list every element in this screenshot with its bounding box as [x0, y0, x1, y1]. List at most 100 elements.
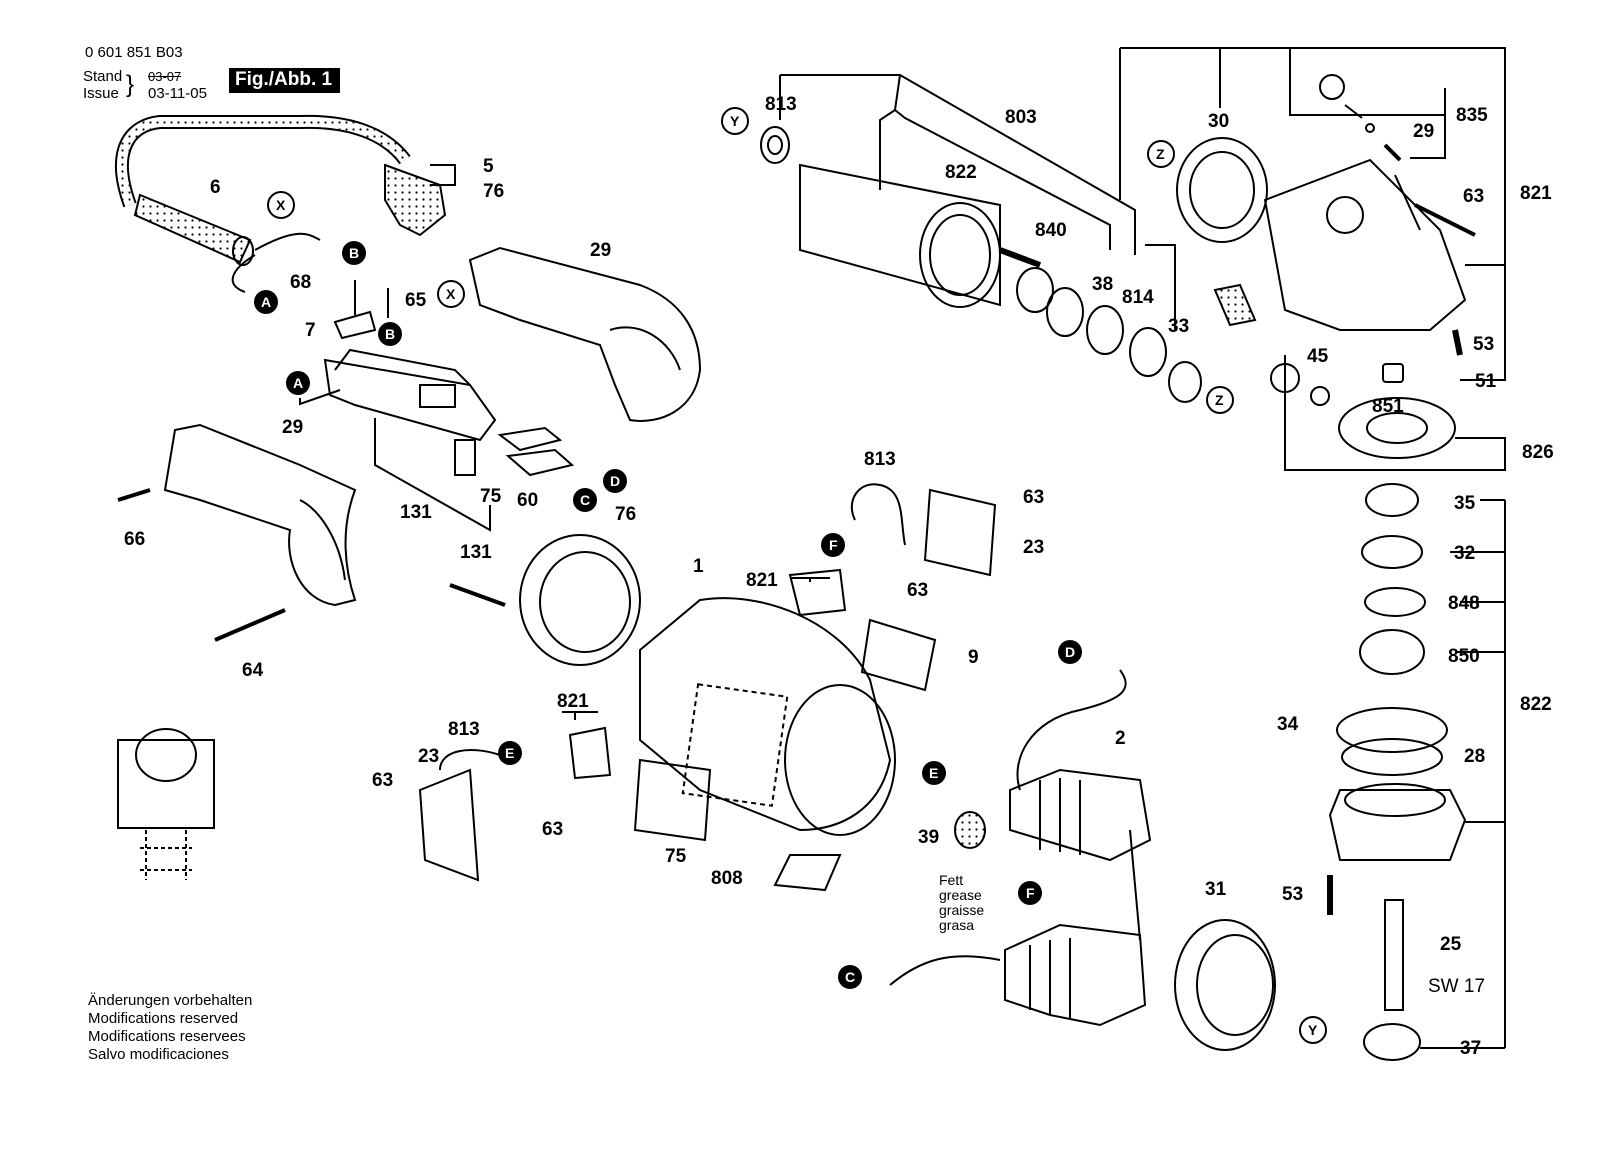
cable-sleeve — [133, 193, 252, 264]
svg-text:Z: Z — [1156, 146, 1165, 162]
fan-baffle — [1174, 919, 1276, 1051]
marker-d-icon: D — [603, 469, 627, 493]
bearing — [1361, 535, 1423, 569]
part-label: 76 — [483, 181, 504, 202]
part-label: 63 — [1023, 487, 1044, 508]
bearing — [1168, 361, 1202, 403]
field-coil — [1009, 768, 1152, 862]
field-coil — [1004, 923, 1147, 1027]
part-label: 37 — [1460, 1038, 1481, 1059]
label-plate — [860, 618, 937, 692]
marker-x-icon: X — [267, 191, 295, 219]
old-date: 03-07 — [148, 69, 182, 84]
part-label: 23 — [1023, 537, 1044, 558]
motor-housing — [639, 597, 892, 832]
note-line: Salvo modificaciones — [88, 1046, 229, 1063]
grease-note-line: grease — [939, 887, 982, 903]
grease-note-line: graisse — [939, 902, 984, 918]
marker-z-icon: Z — [1206, 386, 1234, 414]
part-label: 835 — [1456, 105, 1488, 126]
part-label: 30 — [1208, 111, 1229, 132]
part-label: 76 — [615, 504, 636, 525]
part-label: 68 — [290, 272, 311, 293]
part-label: 7 — [305, 320, 316, 341]
stand-label: Stand — [83, 68, 123, 85]
connection-markers: B A B A D C F E D E F C X X Y Y Z Z — [254, 107, 1327, 1044]
part-label: 38 — [1092, 274, 1113, 295]
part-label: 821 — [1520, 183, 1552, 204]
part-label: 63 — [372, 770, 393, 791]
modification-notes: Änderungen vorbehalten Modifications res… — [88, 992, 252, 1064]
svg-text:C: C — [845, 969, 855, 985]
part-label: 813 — [448, 719, 480, 740]
part-label: 2 — [1115, 728, 1126, 749]
bearing — [1086, 305, 1124, 355]
marker-d-icon: D — [1058, 640, 1082, 664]
svg-text:B: B — [385, 326, 395, 342]
svg-text:D: D — [1065, 644, 1075, 660]
marker-b-icon: B — [342, 241, 366, 265]
part-label: 39 — [918, 827, 939, 848]
o-ring — [1341, 738, 1443, 776]
brush-holder — [568, 726, 612, 780]
screw — [449, 583, 506, 607]
part-label: 822 — [945, 162, 977, 183]
issue-date: 03-11-05 — [148, 85, 207, 102]
label-plate — [773, 854, 842, 892]
part-label: 64 — [242, 660, 264, 681]
part-label: 53 — [1282, 884, 1303, 905]
marker-z-icon: Z — [1147, 140, 1175, 168]
figure-label: Fig./Abb. 1 — [229, 68, 341, 93]
part-label: 25 — [1440, 934, 1462, 955]
part-label: 821 — [746, 570, 778, 591]
part-label: 29 — [282, 417, 303, 438]
marker-x-icon: X — [437, 280, 465, 308]
issue-label: Issue — [83, 85, 119, 102]
note-line: Änderungen vorbehalten — [88, 992, 253, 1009]
part-label: 29 — [590, 240, 611, 261]
part-number: 0 601 851 B03 — [85, 44, 183, 61]
svg-text:E: E — [929, 765, 938, 781]
bearing-flange — [1328, 789, 1467, 861]
part-label: 803 — [1005, 107, 1037, 128]
part-label: 35 — [1454, 493, 1476, 514]
circlip — [1016, 267, 1054, 313]
svg-text:Z: Z — [1215, 392, 1224, 408]
part-label: 131 — [400, 502, 432, 523]
part-label: 5 — [483, 156, 494, 177]
part-labels: 5 76 6 68 65 7 29 29 66 64 131 75 60 76 … — [124, 94, 1554, 1059]
spindle — [1384, 899, 1404, 1011]
part-label: 822 — [1520, 694, 1552, 715]
part-label: 75 — [665, 846, 687, 867]
switch-housing — [323, 358, 497, 442]
wiring-schematic — [117, 739, 215, 829]
end-shield — [519, 534, 641, 666]
svg-text:Y: Y — [730, 113, 740, 129]
marker-c-icon: C — [838, 965, 862, 989]
handle-side — [163, 423, 357, 607]
screw — [117, 488, 151, 502]
part-label: 63 — [907, 580, 928, 601]
grease-note: Fett grease graisse grasa — [939, 872, 984, 933]
part-label: 31 — [1205, 879, 1227, 900]
part-label: 53 — [1473, 334, 1494, 355]
svg-text:B: B — [349, 245, 359, 261]
marker-b-icon: B — [378, 322, 402, 346]
part-label: 131 — [460, 542, 492, 563]
washer — [1046, 287, 1084, 337]
grease-tube — [954, 811, 986, 849]
gear-housing — [1263, 158, 1467, 331]
brace-icon: } — [126, 71, 135, 98]
bearing — [1129, 327, 1167, 377]
grease-note-line: Fett — [939, 872, 963, 888]
svg-text:X: X — [276, 197, 286, 213]
part-label: 840 — [1035, 220, 1067, 241]
part-label: 821 — [557, 691, 589, 712]
screw — [214, 608, 286, 642]
brush-holder — [788, 568, 847, 617]
marker-a-icon: A — [254, 290, 278, 314]
part-label: 9 — [968, 647, 979, 668]
marker-e-icon: E — [498, 741, 522, 765]
part-label: 75 — [480, 486, 502, 507]
